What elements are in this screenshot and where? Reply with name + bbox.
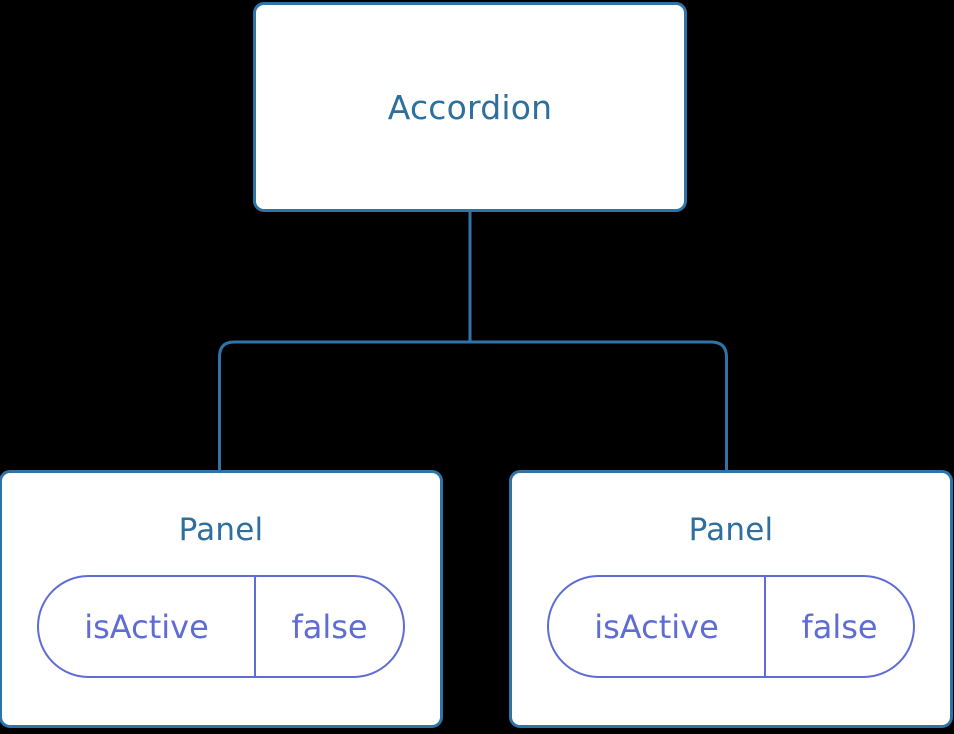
node-panel-right[interactable]: Panel isActive false <box>509 470 953 728</box>
state-pill-left-value: false <box>291 607 368 646</box>
state-pill-left-key: isActive <box>39 577 256 676</box>
node-panel-left-title: Panel <box>178 512 264 548</box>
node-panel-left[interactable]: Panel isActive false <box>0 470 443 728</box>
state-pill-right-value: false <box>801 607 878 646</box>
connector-branch-right <box>470 340 728 471</box>
node-accordion[interactable]: Accordion <box>253 2 687 212</box>
state-pill-left[interactable]: isActive false <box>37 575 405 678</box>
state-pill-right[interactable]: isActive false <box>547 575 915 678</box>
node-accordion-title: Accordion <box>387 87 553 127</box>
connector-branch-left <box>218 340 470 471</box>
node-panel-right-title: Panel <box>688 512 774 548</box>
state-pill-right-key: isActive <box>549 577 766 676</box>
